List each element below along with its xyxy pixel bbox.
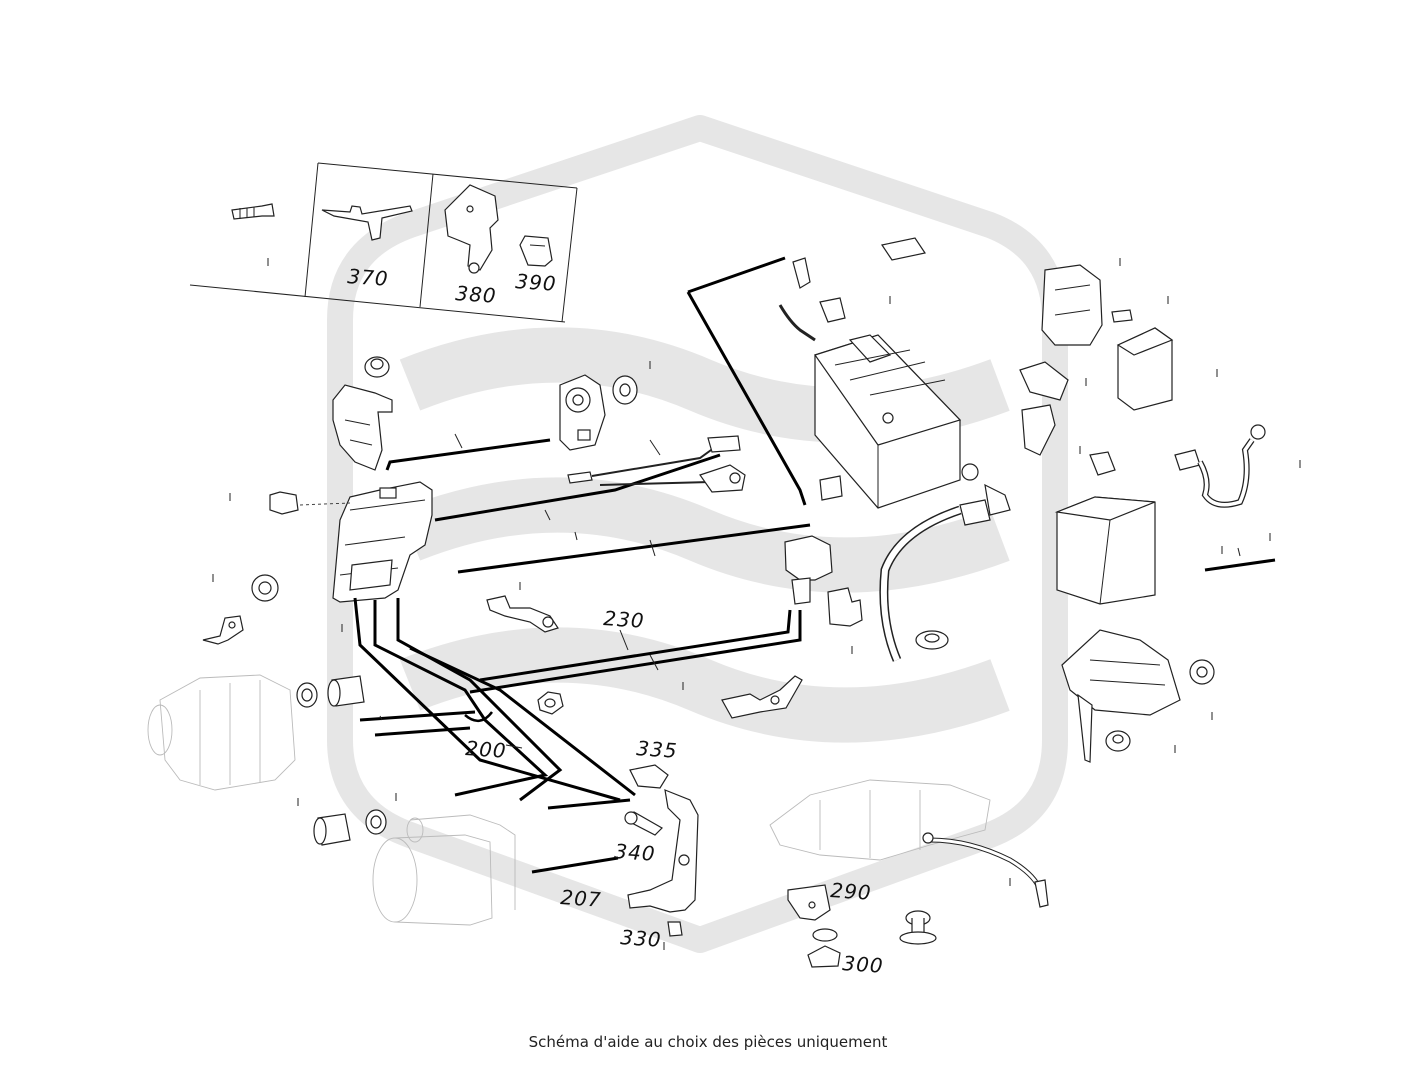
callout-230: 230 <box>603 606 646 633</box>
connector-335 <box>629 764 669 789</box>
battery-tray <box>1061 629 1181 763</box>
callout-200: 200 <box>465 736 508 763</box>
callout-390: 390 <box>515 269 558 296</box>
bushing-3 <box>313 813 351 846</box>
sensor-round <box>559 374 606 451</box>
vent-hose <box>819 463 1011 662</box>
callout-290: 290 <box>830 878 873 905</box>
callout-labels: 370 380 390 230 200 335 340 207 330 290 … <box>347 264 885 978</box>
callout-370: 370 <box>347 264 390 291</box>
inset-panel <box>189 162 578 323</box>
washer-300 <box>807 928 841 968</box>
callout-300: 300 <box>842 951 885 978</box>
diagram-caption: Schéma d'aide au choix des pièces unique… <box>528 1033 888 1051</box>
bushing-1 <box>296 682 318 708</box>
tray-nut <box>1189 659 1215 685</box>
washer-small <box>365 809 387 835</box>
small-plate <box>881 237 926 261</box>
inset-bolt <box>231 203 275 266</box>
round-nut-left <box>212 574 279 602</box>
callout-207: 207 <box>560 885 603 912</box>
battery-cable <box>778 257 891 342</box>
cap-nut <box>364 356 390 378</box>
clip-bracket-middle <box>486 595 559 633</box>
fuse-box-cover <box>332 384 393 471</box>
small-terminal-bracket <box>202 615 244 645</box>
connector-dashed <box>229 491 351 515</box>
small-block-right <box>1089 451 1116 476</box>
bracket-330 <box>627 789 699 950</box>
callout-380: 380 <box>455 281 498 308</box>
bracket-290 <box>787 884 831 921</box>
ground-cable <box>1174 424 1301 508</box>
wiring-harness <box>353 256 811 874</box>
bolt-right <box>1111 309 1133 323</box>
stud-bolt <box>899 910 937 945</box>
clip-390 <box>519 235 553 267</box>
fuse-holder <box>827 587 863 627</box>
tray-nut-2 <box>1105 730 1131 752</box>
bracket-370 <box>321 205 413 241</box>
callout-340: 340 <box>614 839 657 866</box>
leader-lines-right <box>1174 533 1276 753</box>
alternator-ghost <box>147 674 296 791</box>
starter-ghost <box>372 814 516 926</box>
callout-330: 330 <box>620 925 663 952</box>
connector-right <box>1021 404 1081 456</box>
bolt-340 <box>624 811 663 836</box>
washer-ring <box>612 375 638 405</box>
fuse-block-right <box>1116 327 1218 411</box>
relay-module <box>784 535 833 605</box>
engine-ghost <box>769 779 991 861</box>
hex-nut-center <box>537 691 564 715</box>
auxiliary-battery <box>1054 496 1156 605</box>
battery-ecu-bracket <box>1041 258 1169 346</box>
terminal-right <box>1019 361 1087 401</box>
cable-terminals <box>567 435 746 493</box>
callout-335: 335 <box>636 736 679 763</box>
bracket-380 <box>444 184 499 274</box>
bushing-2 <box>327 675 365 707</box>
bracket-center <box>721 675 803 719</box>
fuse-box <box>332 481 433 603</box>
grommet <box>915 630 949 650</box>
leader-lines <box>341 361 853 749</box>
main-battery <box>814 334 962 509</box>
engine-ground-cable <box>922 832 1049 908</box>
